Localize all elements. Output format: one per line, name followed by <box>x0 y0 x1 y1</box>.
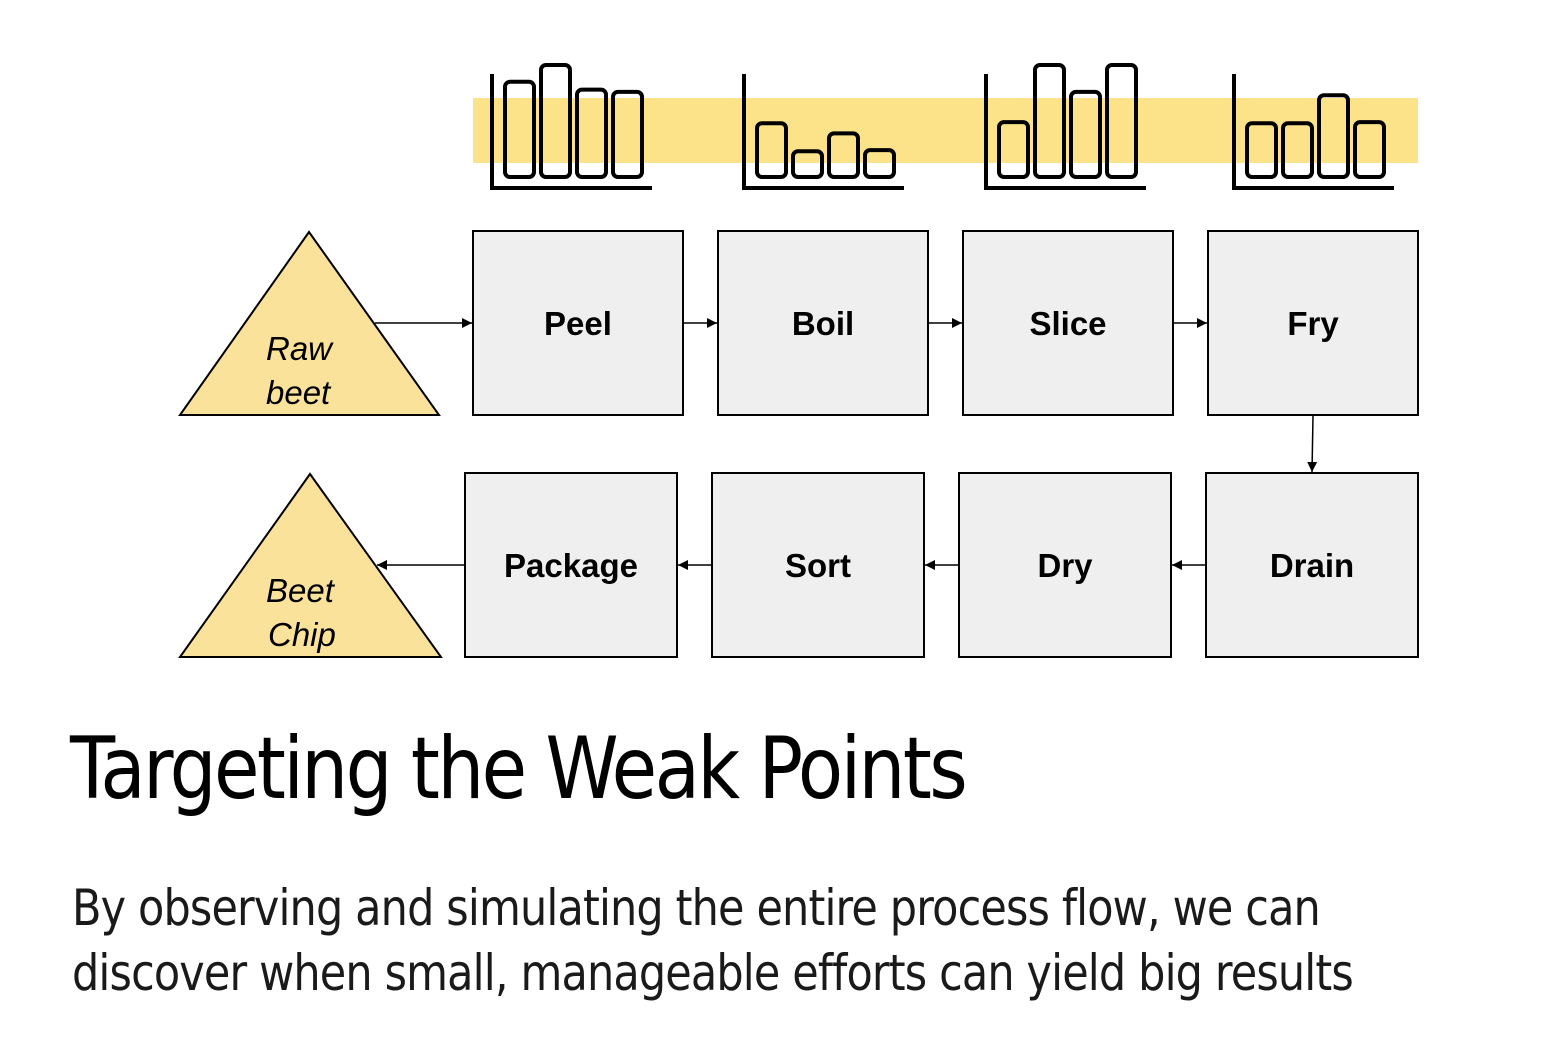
bar-icon-bar <box>863 148 896 179</box>
package-label: Package <box>504 547 638 584</box>
bar-icon-bar <box>1281 121 1314 179</box>
bar-icon-bar <box>1317 93 1350 179</box>
caption: By observing and simulating the entire p… <box>72 879 1354 1002</box>
bar-icon-bar <box>539 63 572 179</box>
beet-chip-triangle: Beet Chip <box>178 472 443 658</box>
bar-icons-group <box>490 63 1394 190</box>
bar-icon-bar <box>997 120 1030 180</box>
headline: Targeting the Weak Points <box>70 719 968 819</box>
bar-icon-bar <box>1353 120 1386 180</box>
beet-chip-label-line1: Beet <box>266 572 336 609</box>
bar-icon-bar <box>1245 121 1278 179</box>
dry-label: Dry <box>1037 547 1093 584</box>
slice-label: Slice <box>1029 305 1106 342</box>
bar-icon-axis <box>490 74 652 190</box>
bar-icon-bar <box>575 87 608 179</box>
boil-label: Boil <box>792 305 854 342</box>
bar-icon-bar <box>503 79 536 179</box>
arrow-fry-to-drain <box>1307 415 1318 473</box>
bar-icon-bar <box>791 149 824 180</box>
drain-label: Drain <box>1270 547 1354 584</box>
bar-icon-axis <box>984 74 1146 190</box>
fry-label: Fry <box>1287 305 1339 342</box>
bar-icon-bar <box>1033 63 1066 179</box>
process-flow-diagram: Raw beet Beet Chip Peel Boil Slice Fry D… <box>178 63 1419 658</box>
bar-icon-bar <box>611 89 644 179</box>
raw-beet-triangle: Raw beet <box>178 230 441 416</box>
bar-icon-bar <box>755 121 788 179</box>
process-box-peel: Peel <box>472 230 684 416</box>
highlight-band <box>473 98 1418 163</box>
bar-icon-axis <box>1232 74 1394 190</box>
process-box-slice: Slice <box>962 230 1174 416</box>
process-box-package: Package <box>464 472 678 658</box>
process-box-fry: Fry <box>1207 230 1419 416</box>
sort-label: Sort <box>785 547 851 584</box>
process-box-boil: Boil <box>717 230 929 416</box>
peel-label: Peel <box>544 305 612 342</box>
process-box-drain: Drain <box>1205 472 1419 658</box>
bar-icon-bar <box>1069 89 1102 179</box>
raw-beet-label-line1: Raw <box>266 330 334 367</box>
process-box-dry: Dry <box>958 472 1172 658</box>
fry-bars-icon <box>1232 74 1394 190</box>
boil-bars-icon <box>742 74 904 190</box>
raw-beet-label-line2: beet <box>266 374 332 411</box>
bar-icon-axis <box>742 74 904 190</box>
process-box-sort: Sort <box>711 472 925 658</box>
slice-bars-icon <box>984 63 1146 190</box>
bar-icon-bar <box>1105 63 1138 179</box>
bar-icon-bar <box>827 131 860 180</box>
peel-bars-icon <box>490 63 652 190</box>
beet-chip-label-line2: Chip <box>268 616 336 653</box>
